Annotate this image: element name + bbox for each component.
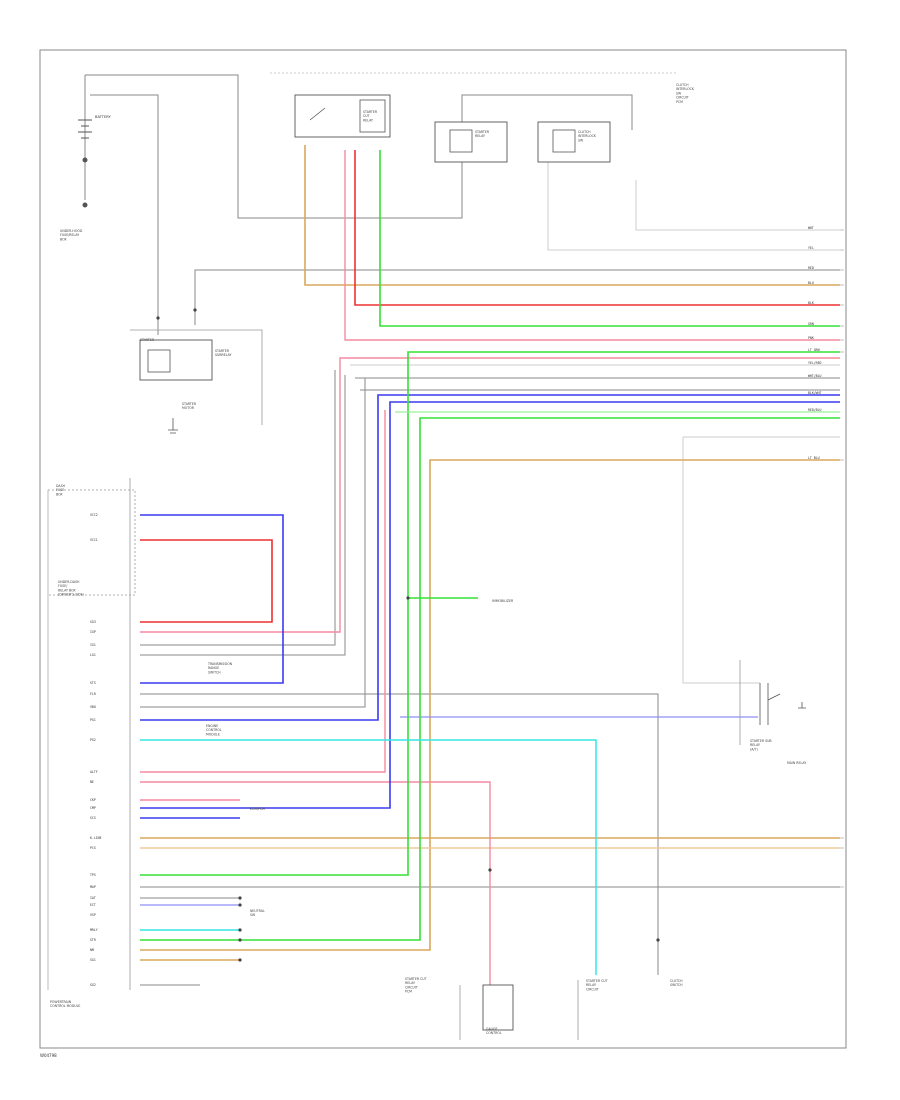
pin-label: IG1	[90, 643, 96, 647]
pin-label: NM	[90, 948, 94, 952]
wire-code: RED/BLU	[808, 408, 822, 412]
pin-label: SG3	[90, 620, 96, 624]
light-blue-wires	[140, 716, 758, 906]
pin-label: IGP	[90, 630, 96, 634]
pin-label: CMP	[90, 806, 96, 810]
pin-label: VCC1	[90, 538, 98, 542]
pin-label: NE	[90, 780, 94, 784]
pin-label: STR	[90, 938, 96, 942]
wire-code: LT BLU	[808, 456, 820, 460]
connector-dots	[156, 308, 660, 962]
footer-code: W04798	[40, 1053, 57, 1058]
pin-label: IAT	[90, 896, 96, 900]
pin-label: PCS	[90, 846, 96, 850]
pin-label: ALTF	[90, 770, 98, 774]
wire-code: BLU	[808, 281, 814, 285]
pin-label: K-LINE	[90, 836, 102, 840]
battery-icon	[78, 119, 92, 208]
green-wires	[140, 150, 840, 941]
battery-label: BATTERY	[95, 115, 112, 119]
pin-label: PG1	[90, 718, 96, 722]
pin-label: LG1	[90, 653, 96, 657]
pin-label: TPS	[90, 873, 96, 877]
wire-code: BLK	[808, 301, 814, 305]
fuse-box-outlines	[47, 329, 741, 1040]
pin-label: VBU	[90, 705, 96, 709]
right-relay-sub-label: MAIN RELAY	[787, 761, 806, 765]
pin-label: PG2	[90, 738, 96, 742]
right-terminals	[840, 229, 844, 888]
wire-code: GRN	[808, 322, 814, 326]
pin-label: VSP	[90, 913, 96, 917]
starter-label: STARTER	[140, 338, 155, 342]
light-gray-wires	[350, 150, 840, 684]
relay-main-box	[294, 94, 391, 138]
pin-label: SG1	[90, 958, 96, 962]
relay-1-box	[434, 121, 508, 163]
red-wires	[140, 150, 840, 623]
ground-icons	[168, 418, 806, 709]
wire-code: BLK/WHT	[808, 391, 822, 395]
cyan-wires	[140, 739, 597, 975]
wire-code: LT GRN	[808, 348, 820, 352]
bottom-component-box	[482, 984, 514, 1031]
ecm-note: ECM/PCM	[250, 807, 265, 811]
pin-label: MRLY	[90, 928, 98, 932]
inline-label: IMMOBILIZER	[492, 599, 514, 603]
relay-2-box	[537, 121, 611, 163]
pin-label: STS	[90, 681, 96, 685]
wire-code: WHT	[808, 226, 814, 230]
pin-label: ECT	[90, 903, 96, 907]
pin-label: FLR	[90, 692, 96, 696]
pin-label: SCS	[90, 816, 96, 820]
starter-box	[139, 339, 213, 381]
pin-label: SG2	[90, 983, 96, 987]
wire-code: YEL/RED	[808, 361, 822, 365]
wire-code: WHT/BLU	[808, 374, 822, 378]
pin-label: VCC2	[90, 513, 98, 517]
component-boxes	[139, 94, 611, 1031]
pin-label: MAP	[90, 885, 96, 889]
relay-internals	[147, 99, 576, 373]
neutral-switch-icon	[759, 683, 781, 725]
pink-wires	[140, 150, 840, 985]
wire-code: YEL	[808, 246, 814, 250]
pin-label: CKP	[90, 798, 96, 802]
blue-wires	[140, 394, 840, 819]
wire-code: PNK	[808, 336, 814, 340]
wire-code: RED	[808, 266, 814, 270]
diagram-border	[39, 49, 847, 1049]
